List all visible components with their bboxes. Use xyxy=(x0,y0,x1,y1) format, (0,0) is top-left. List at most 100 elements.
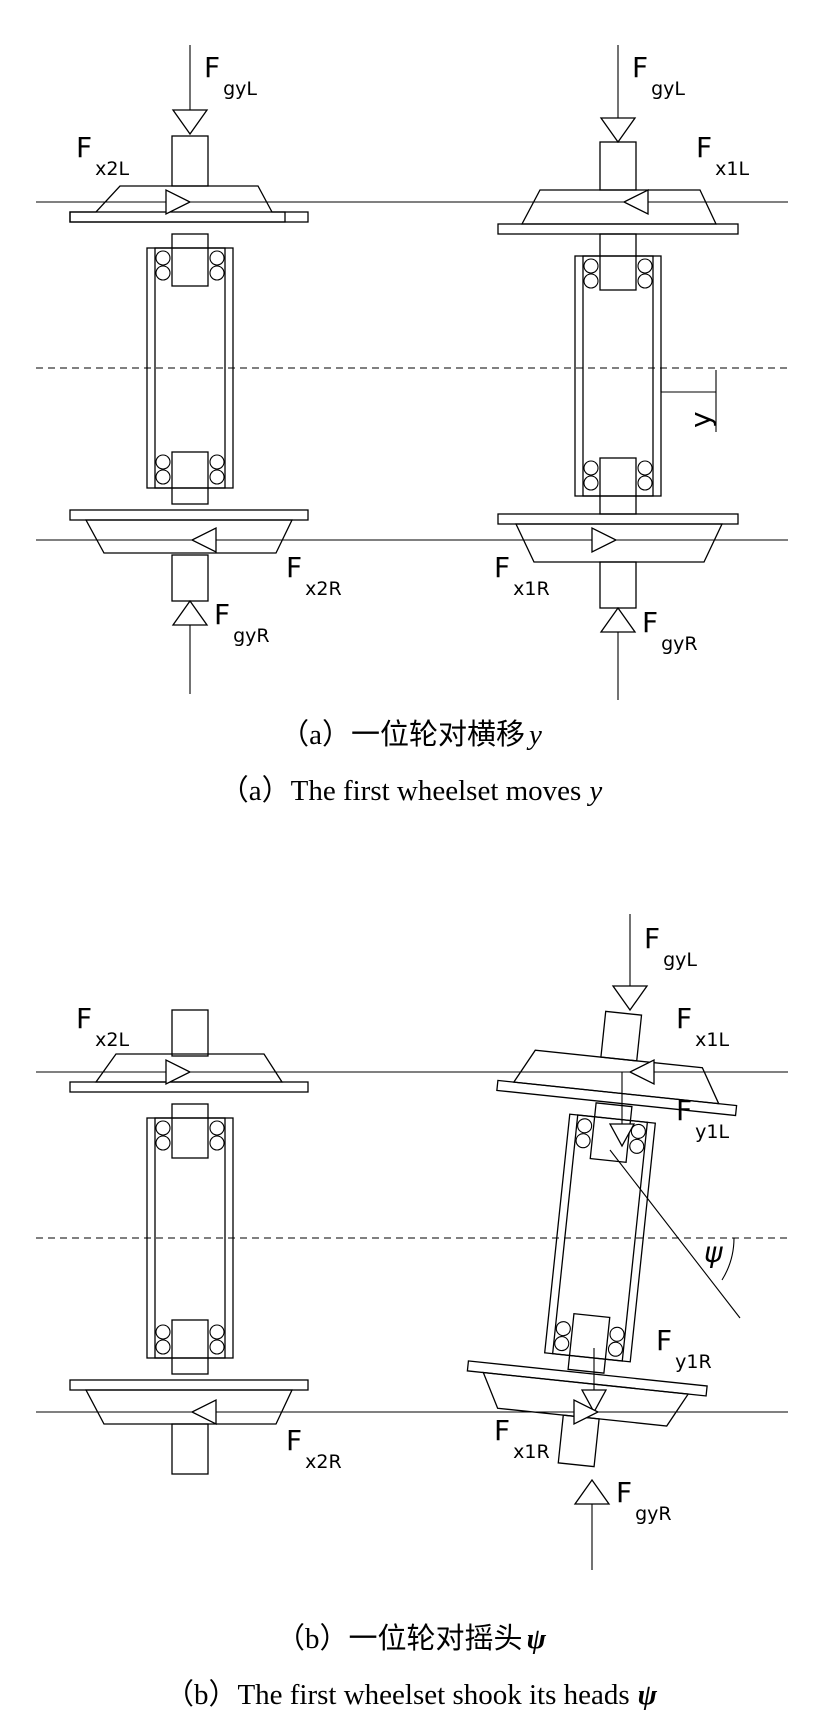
wheel-bottom-left-b xyxy=(84,1389,294,1425)
right-wheelset-a xyxy=(497,45,739,700)
fx2l-arrow xyxy=(165,188,192,216)
bearing xyxy=(155,1339,171,1355)
yawed-wheelset xyxy=(466,1010,738,1468)
journal-top-right xyxy=(599,233,637,291)
frame-inner-right xyxy=(582,255,654,497)
bearing xyxy=(555,1321,571,1337)
rail-flange-bottom-left xyxy=(69,509,309,521)
label-y: y xyxy=(684,411,717,428)
bearing xyxy=(577,1118,593,1134)
rail-flange-bottom-left-b xyxy=(69,1379,309,1391)
bearing xyxy=(209,1120,225,1136)
axle-box-top-left-b xyxy=(171,1009,209,1057)
bearing xyxy=(155,469,171,485)
bearing xyxy=(209,250,225,266)
journal-bottom-left-b xyxy=(171,1319,209,1375)
fx2r-arrow xyxy=(190,526,217,554)
bearing xyxy=(583,273,599,289)
rail-flange-top-left-b xyxy=(69,1081,309,1093)
label-fx1r-b: Fx1R xyxy=(494,1414,550,1463)
yaw-angle-arc xyxy=(721,1237,735,1281)
bearing xyxy=(155,250,171,266)
bearing xyxy=(155,454,171,470)
bearing xyxy=(209,1135,225,1151)
wheel-bottom-right xyxy=(514,523,724,563)
label-fx1l-b: Fx1L xyxy=(676,1002,729,1051)
frame-inner-left-b xyxy=(154,1117,226,1359)
fgyl-arrow-left xyxy=(171,109,209,136)
bearing xyxy=(583,258,599,274)
bearing xyxy=(607,1341,624,1357)
journal-top-left-b xyxy=(171,1103,209,1159)
bearing xyxy=(209,1324,225,1340)
bearing xyxy=(155,1324,171,1340)
yaw-reference-line xyxy=(609,1149,741,1319)
journal-bottom-left xyxy=(171,451,209,505)
left-wheelset-b xyxy=(69,1009,309,1475)
fx1r-arrow xyxy=(591,526,618,554)
fgyr-arrow-right xyxy=(599,606,637,633)
bearing xyxy=(155,1120,171,1136)
bearing xyxy=(209,265,225,281)
wheel-top-right xyxy=(520,189,718,225)
figure-b: FgyL Fx2L Fx1L Fy1L ψ Fy1R Fx2R Fx1R Fgy… xyxy=(36,914,788,1711)
fgyr-arrow-left xyxy=(171,599,209,626)
axle-box-top-right-b xyxy=(600,1010,643,1062)
fgyr-arrow-b xyxy=(573,1478,611,1505)
rail-flange-top-right xyxy=(497,223,739,235)
fx1r-arrow-b xyxy=(573,1398,600,1426)
wheel-top-left-b xyxy=(94,1053,284,1083)
bearing xyxy=(583,460,599,476)
fgyl-arrow-b xyxy=(611,985,649,1012)
journal-top-left xyxy=(171,233,209,287)
bearing xyxy=(155,1135,171,1151)
right-wheelset-b xyxy=(466,914,741,1570)
fy1l-arrow xyxy=(608,1123,636,1148)
bearing xyxy=(583,475,599,491)
fx1l-arrow xyxy=(622,188,649,216)
label-psi: ψ xyxy=(704,1236,723,1269)
journal-bottom-right xyxy=(599,457,637,515)
fx2r-arrow-b xyxy=(190,1398,217,1426)
fgyl-arrow-right xyxy=(599,117,637,144)
rail-flange-top-right-b xyxy=(496,1079,738,1117)
frame-inner-right-b xyxy=(551,1114,649,1362)
label-fx1r: Fx1R xyxy=(494,551,550,600)
bearing xyxy=(609,1326,625,1342)
fx1l-arrow-b xyxy=(628,1058,655,1086)
fx2l-arrow-b xyxy=(165,1058,192,1086)
bearing xyxy=(155,265,171,281)
label-fy1l: Fy1L xyxy=(676,1094,729,1143)
bearing xyxy=(209,454,225,470)
label-fgyl-b: FgyL xyxy=(644,922,697,971)
figure-a: FgyL FgyL Fx2L Fx1L Fx2R Fx1R FgyR FgyR … xyxy=(36,45,788,807)
label-fx2r-b: Fx2R xyxy=(286,1424,342,1473)
bearing xyxy=(637,273,653,289)
wheel-bottom-right-b xyxy=(482,1371,690,1427)
axle-box-bottom-left-b xyxy=(171,1423,209,1475)
rail-flange-top-left xyxy=(69,211,309,223)
bearing xyxy=(637,258,653,274)
frame-outer-right xyxy=(574,255,662,497)
label-fx2l: Fx2L xyxy=(76,131,129,180)
bearing xyxy=(209,1339,225,1355)
axle-box-bottom-left xyxy=(171,554,209,602)
bearing xyxy=(637,460,653,476)
bearing xyxy=(209,469,225,485)
wheel-bottom-left xyxy=(84,519,294,554)
axle-box-bottom-right-b xyxy=(557,1414,600,1468)
label-fgyr-b: FgyR xyxy=(616,1476,672,1525)
axle-box-top-right xyxy=(599,141,637,191)
bearing xyxy=(637,475,653,491)
label-fx1l: Fx1L xyxy=(696,131,749,180)
journal-bottom-right-b xyxy=(567,1312,611,1374)
bearing xyxy=(630,1123,646,1139)
label-fy1r: Fy1R xyxy=(656,1324,712,1373)
axle-box-bottom-right xyxy=(599,561,637,609)
label-fgyl-right: FgyL xyxy=(632,51,685,100)
